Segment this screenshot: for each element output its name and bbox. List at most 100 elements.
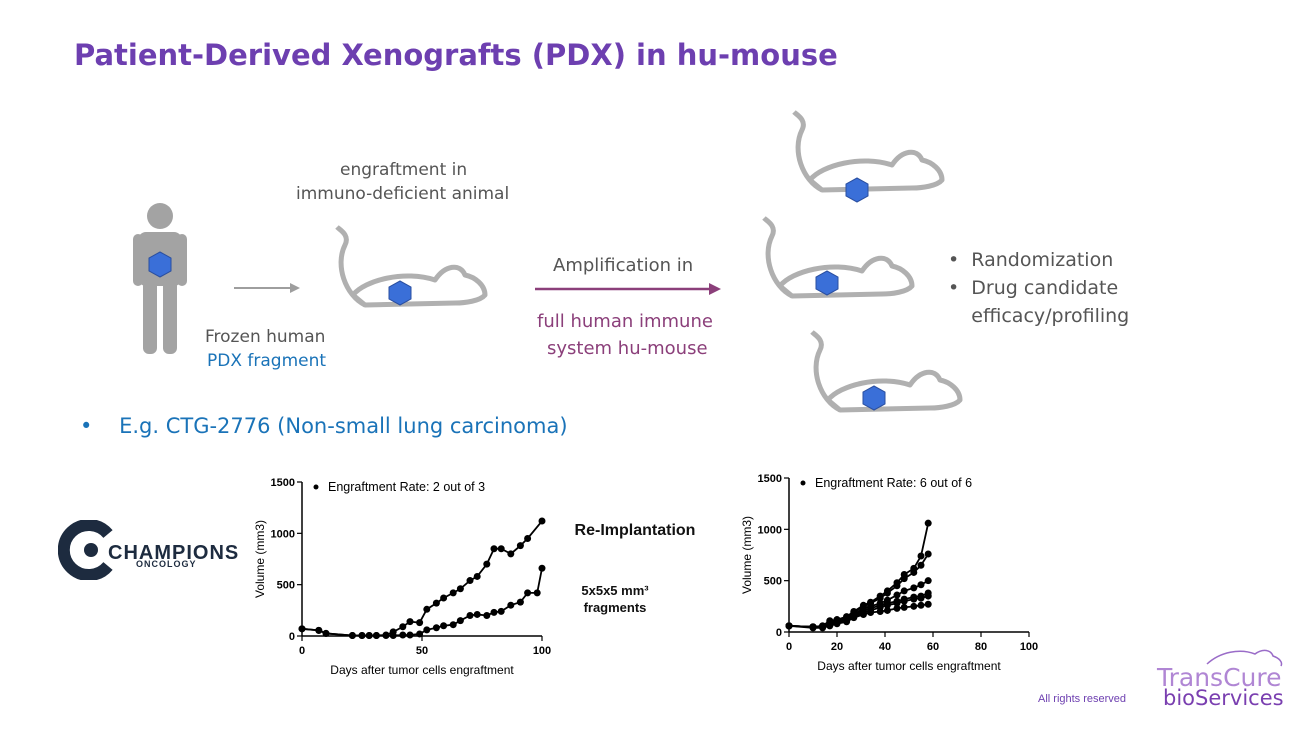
data-point bbox=[440, 594, 448, 602]
x-tick-label: 0 bbox=[786, 641, 792, 653]
data-point bbox=[315, 626, 323, 634]
data-point bbox=[466, 577, 474, 585]
data-point bbox=[910, 584, 918, 592]
data-point bbox=[910, 568, 918, 576]
data-point bbox=[516, 542, 524, 550]
data-point bbox=[876, 607, 884, 615]
data-point bbox=[924, 519, 932, 527]
data-point bbox=[473, 610, 481, 618]
data-point bbox=[322, 629, 330, 637]
data-point bbox=[893, 604, 901, 612]
data-point bbox=[524, 534, 532, 542]
data-point bbox=[900, 597, 908, 605]
series-line-3 bbox=[788, 579, 929, 628]
data-point bbox=[900, 575, 908, 583]
champions-text: CHAMPIONS bbox=[108, 542, 240, 564]
y-tick-label: 0 bbox=[289, 631, 295, 643]
data-point bbox=[456, 617, 464, 625]
brand-line1: TransCure bbox=[1157, 663, 1282, 692]
data-point bbox=[893, 599, 901, 607]
data-point bbox=[917, 561, 925, 569]
data-point bbox=[819, 624, 827, 632]
x-tick-label: 0 bbox=[299, 645, 305, 657]
hexagon-tumor-icon bbox=[388, 280, 412, 306]
frozen-label: Frozen human bbox=[205, 327, 326, 347]
data-point bbox=[859, 611, 867, 619]
series-line-2 bbox=[301, 568, 543, 637]
hexagon-tumor-icon bbox=[862, 385, 886, 411]
data-point bbox=[917, 552, 925, 560]
engraftment-label: engraftment in bbox=[340, 160, 468, 180]
data-point bbox=[843, 618, 851, 626]
data-point bbox=[883, 601, 891, 609]
y-tick-label: 1500 bbox=[758, 473, 782, 485]
mouse-icon bbox=[800, 330, 965, 425]
hexagon-tumor-icon bbox=[845, 177, 869, 203]
data-point bbox=[917, 581, 925, 589]
pdx-fragment-label: PDX fragment bbox=[207, 351, 327, 371]
annotation-bullet bbox=[800, 480, 806, 486]
data-point bbox=[893, 591, 901, 599]
mouse-icon bbox=[325, 225, 490, 320]
data-point bbox=[924, 577, 932, 585]
x-tick-label: 100 bbox=[533, 645, 551, 657]
immuno-deficient-label: immuno-deficient animal bbox=[296, 184, 510, 204]
data-point bbox=[466, 611, 474, 619]
arrow-right-icon bbox=[535, 283, 721, 295]
mouse-icon bbox=[782, 110, 947, 203]
hexagon-tumor-icon bbox=[815, 270, 839, 296]
y-tick-label: 1500 bbox=[271, 477, 295, 489]
data-point bbox=[423, 626, 431, 634]
y-tick-label: 500 bbox=[764, 576, 782, 588]
data-point bbox=[867, 608, 875, 616]
mouse-outline-icon bbox=[1206, 649, 1283, 667]
data-point bbox=[432, 624, 440, 632]
data-point bbox=[507, 601, 515, 609]
data-point bbox=[533, 589, 541, 597]
y-axis-label: Volume (mm3) bbox=[253, 520, 267, 598]
page-title: Patient-Derived Xenografts (PDX) in hu-m… bbox=[74, 38, 838, 72]
y-tick-label: 500 bbox=[277, 580, 295, 592]
data-point bbox=[456, 585, 464, 593]
data-point bbox=[538, 564, 546, 572]
data-point bbox=[910, 602, 918, 610]
data-point bbox=[917, 594, 925, 602]
data-point bbox=[440, 622, 448, 630]
fragments-label: 5x5x5 mm³ fragments bbox=[581, 583, 649, 615]
x-tick-label: 20 bbox=[831, 641, 843, 653]
data-point bbox=[883, 589, 891, 597]
human-silhouette-icon bbox=[133, 203, 187, 354]
x-axis-label: Days after tumor cells engraftment bbox=[817, 659, 1001, 673]
data-point bbox=[382, 631, 390, 639]
mouse-icon bbox=[752, 216, 917, 311]
y-tick-label: 0 bbox=[776, 627, 782, 639]
data-point bbox=[399, 623, 407, 631]
reimplantation-label: Re-Implantation bbox=[574, 522, 696, 539]
brand-line2: bioServices bbox=[1163, 686, 1284, 710]
data-point bbox=[910, 595, 918, 603]
data-point bbox=[473, 572, 481, 580]
data-point bbox=[876, 594, 884, 602]
rights-text: All rights reserved bbox=[1038, 693, 1127, 705]
data-point bbox=[483, 611, 491, 619]
champions-logo-icon bbox=[58, 520, 113, 580]
data-point bbox=[924, 550, 932, 558]
series-line-1 bbox=[301, 520, 543, 637]
y-axis-label: Volume (mm3) bbox=[740, 516, 754, 594]
data-point bbox=[416, 619, 424, 627]
data-point bbox=[449, 621, 457, 629]
data-point bbox=[850, 614, 858, 622]
data-point bbox=[298, 625, 306, 633]
data-point bbox=[538, 517, 546, 525]
arrow-right-icon bbox=[234, 283, 300, 293]
data-point bbox=[389, 631, 397, 639]
data-point bbox=[365, 631, 373, 639]
series-line-5 bbox=[788, 595, 929, 628]
x-tick-label: 50 bbox=[416, 645, 428, 657]
data-point bbox=[524, 589, 532, 597]
full-immune-label: full human immune bbox=[537, 311, 713, 332]
y-tick-label: 1000 bbox=[271, 528, 295, 540]
data-point bbox=[497, 607, 505, 615]
